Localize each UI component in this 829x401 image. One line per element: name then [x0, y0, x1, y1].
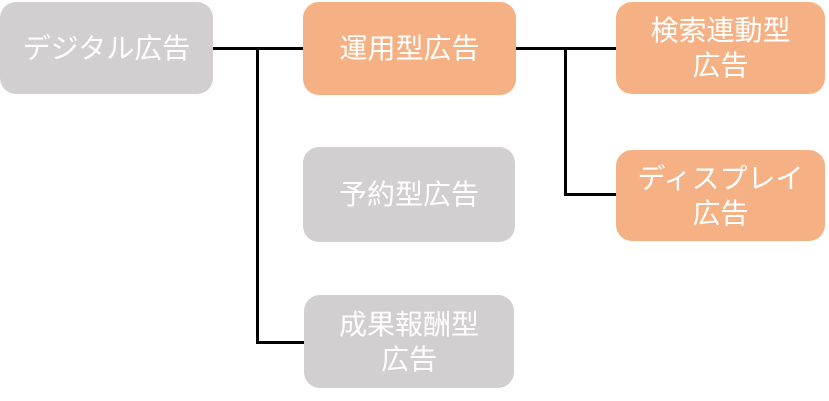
connector-operated-to-display	[564, 192, 617, 196]
node-performance-ad: 成果報酬型 広告	[304, 295, 514, 388]
node-digital-ad-label: デジタル広告	[22, 32, 191, 64]
connector-root-to-performance	[256, 340, 306, 344]
node-performance-ad-label: 成果報酬型 広告	[338, 308, 479, 375]
node-search-linked-ad-label: 検索連動型 広告	[650, 15, 791, 81]
node-operated-ad: 運用型広告	[303, 2, 516, 95]
node-operated-ad-label: 運用型広告	[339, 33, 480, 64]
connector-operated-trunk	[564, 46, 567, 196]
node-digital-ad: デジタル広告	[0, 2, 213, 94]
node-display-ad: ディスプレイ 広告	[616, 150, 825, 241]
node-search-linked-ad: 検索連動型 広告	[616, 2, 825, 94]
node-reserved-ad: 予約型広告	[303, 147, 515, 242]
node-display-ad-label: ディスプレイ 広告	[637, 162, 804, 229]
node-reserved-ad-label: 予約型広告	[338, 179, 479, 210]
connector-root-trunk	[256, 46, 259, 344]
